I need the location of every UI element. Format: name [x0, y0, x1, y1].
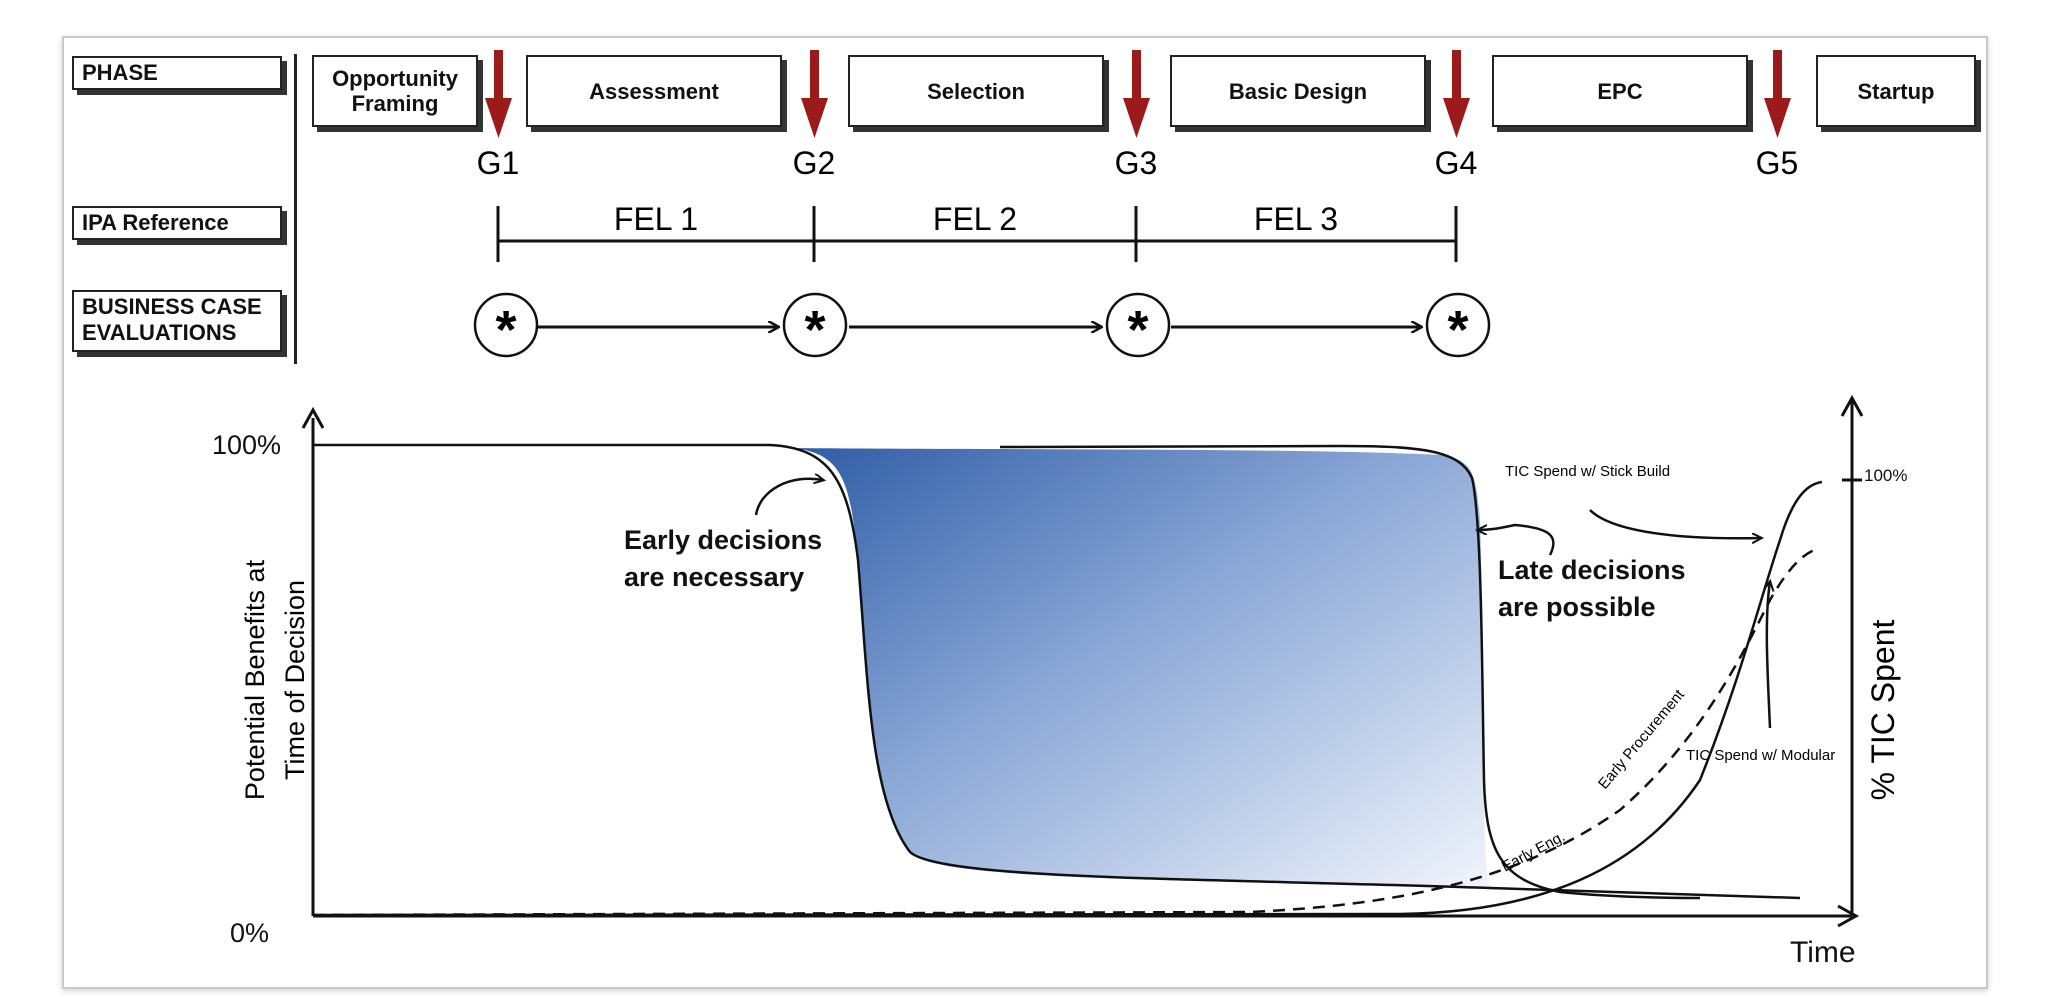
fel-3-label: FEL 3: [1254, 201, 1338, 237]
left-axis-title-line1: Potential Benefits at: [240, 559, 270, 800]
evaluation-circle: *: [473, 292, 539, 360]
tic-modular-label: TIC Spend w/ Modular: [1686, 747, 1835, 764]
annotation-pointers: [754, 479, 1770, 729]
business-case-line2: EVALUATIONS: [82, 320, 237, 345]
phase-label: Selection: [927, 78, 1025, 104]
fel-2-label: FEL 2: [933, 201, 1017, 237]
decision-window-shading: [790, 448, 1490, 888]
phase-label: Opportunity Framing: [332, 66, 458, 116]
gate-arrow-icon: [1123, 50, 1150, 138]
gate-label-g1: G1: [477, 145, 520, 181]
phase-epc: EPC: [1492, 55, 1748, 127]
evaluation-circle: *: [1105, 292, 1171, 360]
row-label-business-case: BUSINESS CASE EVALUATIONS: [72, 290, 282, 352]
left-axis-bottom-label: 0%: [230, 918, 270, 948]
phase-assessment: Assessment: [526, 55, 782, 127]
row-label-ipa-reference: IPA Reference: [72, 206, 282, 240]
left-axis-title-line2: Time of Decision: [280, 580, 310, 780]
row-label-phase: PHASE: [72, 56, 282, 90]
late-decisions-line1: Late decisions: [1498, 555, 1686, 585]
phase-label: EPC: [1597, 78, 1643, 104]
phase-selection: Selection: [848, 55, 1104, 127]
phase-basic-design: Basic Design: [1170, 55, 1426, 127]
phase-startup: Startup: [1816, 55, 1976, 127]
phase-label: Basic Design: [1228, 78, 1368, 104]
asterisk-icon: *: [495, 300, 516, 360]
asterisk-icon: *: [1447, 300, 1468, 360]
tic-stick-build-curve: [312, 480, 1823, 917]
gate-arrows: [485, 50, 1791, 138]
right-axis-title: % TIC Spent: [1865, 619, 1901, 800]
phase-label: Assessment: [589, 78, 719, 104]
evaluation-circle: *: [782, 292, 848, 360]
early-decisions-line1: Early decisions: [624, 525, 823, 555]
phase-opportunity-framing: Opportunity Framing: [312, 55, 478, 127]
asterisk-icon: *: [804, 300, 825, 360]
tic-stick-build-label: TIC Spend w/ Stick Build: [1505, 463, 1670, 480]
early-decisions-line2: are necessary: [624, 562, 805, 592]
evaluation-circle: *: [1425, 292, 1491, 360]
gate-label-g2: G2: [793, 145, 836, 181]
late-decision-curve: [999, 444, 1701, 900]
x-axis-label: Time: [1790, 936, 1856, 969]
gate-label-g3: G3: [1115, 145, 1158, 181]
chart-axes: [301, 394, 1864, 928]
row-label-divider: [294, 54, 297, 364]
late-decisions-line2: are possible: [1498, 592, 1656, 622]
early-decision-curve: [313, 443, 1801, 900]
left-axis-top-label: 100%: [212, 430, 282, 460]
fel-1-label: FEL 1: [614, 201, 698, 237]
gate-arrow-icon: [1443, 50, 1470, 138]
gate-arrow-icon: [801, 50, 828, 138]
late-decisions-annotation: Late decisions are possible: [1498, 552, 1686, 626]
business-case-line1: BUSINESS CASE: [82, 294, 262, 319]
asterisk-icon: *: [1127, 300, 1148, 360]
left-axis-title: Potential Benefits at Time of Decision: [240, 559, 310, 800]
fel-timeline: [496, 206, 1458, 262]
early-procurement-label: Early Procurement: [1595, 686, 1688, 793]
gate-label-g4: G4: [1435, 145, 1478, 181]
gate-arrow-icon: [1764, 50, 1791, 138]
gate-label-g5: G5: [1756, 145, 1799, 181]
early-decisions-annotation: Early decisions are necessary: [624, 522, 822, 596]
tic-modular-curve: [312, 546, 1821, 917]
gate-arrow-icon: [485, 50, 512, 138]
phase-label: Startup: [1857, 78, 1935, 104]
early-eng-label: Early Eng.: [1499, 828, 1568, 875]
right-axis-top-label: 100%: [1864, 466, 1908, 485]
